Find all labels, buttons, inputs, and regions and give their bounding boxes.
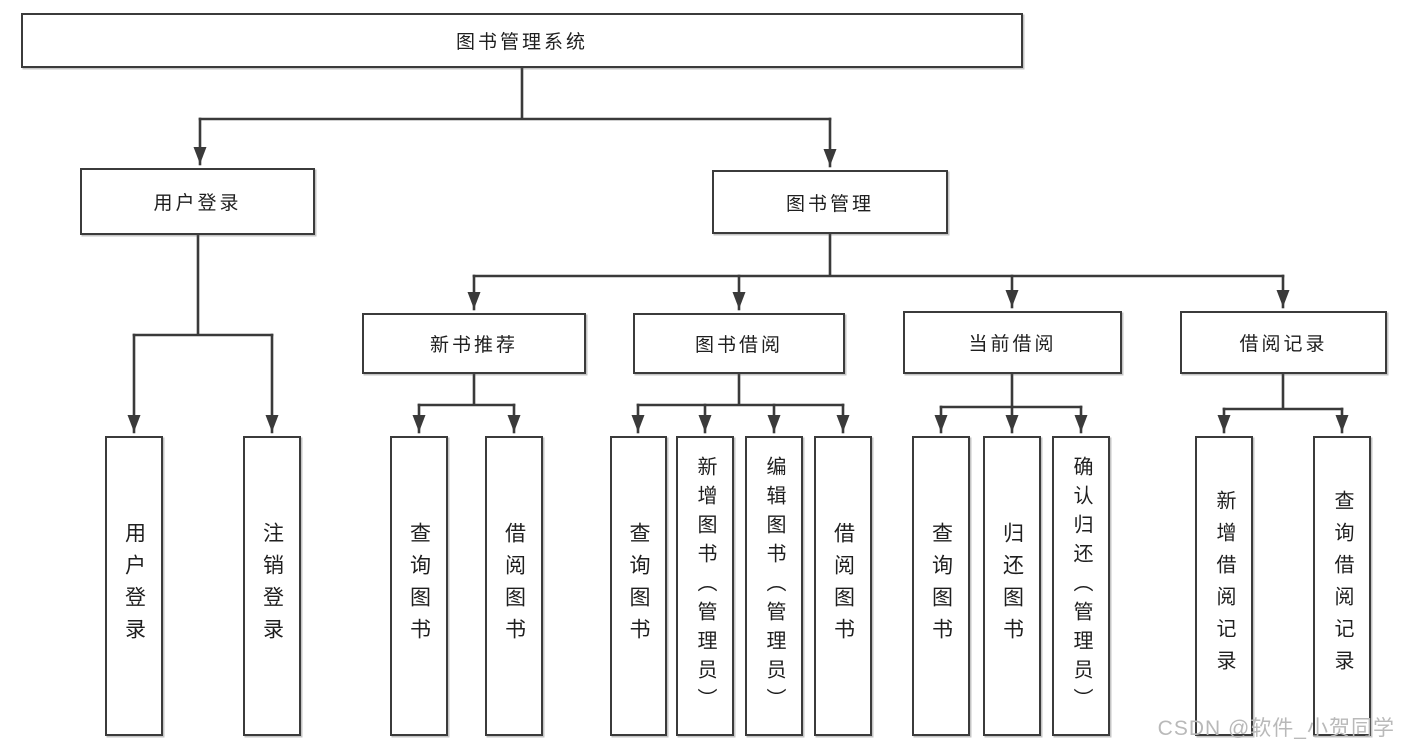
leaf-edit-books-admin: 编辑图书（管理员） [745,436,803,736]
node-label: 借阅图书 [831,522,855,650]
node-book-management: 图书管理 [712,170,948,234]
node-label: 归还图书 [1000,522,1024,650]
node-label: 图书借阅 [694,335,783,356]
leaf-logout: 注销登录 [243,436,301,736]
leaf-query-books-borrow: 查询图书 [610,436,667,736]
node-label: 注销登录 [260,522,284,650]
leaf-query-books-rec: 查询图书 [390,436,448,736]
node-label: 图书管理系统 [455,32,588,53]
node-label: 用户登录 [122,522,146,650]
node-label: 查询图书 [407,522,431,650]
node-label: 查询图书 [929,522,953,650]
leaf-add-borrow-record: 新增借阅记录 [1195,436,1253,736]
node-label: 查询借阅记录 [1331,490,1353,682]
node-label: 查询图书 [627,522,650,650]
node-borrowing-records: 借阅记录 [1180,311,1387,374]
node-book-borrowing: 图书借阅 [633,313,845,374]
node-user-login: 用户登录 [80,168,315,235]
leaf-add-books-admin: 新增图书（管理员） [676,436,734,736]
node-label: 当前借阅 [968,334,1057,355]
node-library-management-system: 图书管理系统 [21,13,1023,68]
node-new-book-recommendation: 新书推荐 [362,313,586,374]
node-label: 编辑图书（管理员） [763,455,785,717]
leaf-borrow-books-rec: 借阅图书 [485,436,543,736]
csdn-watermark: CSDN @软件_小贺同学 [1157,717,1395,740]
node-current-borrowing: 当前借阅 [903,311,1122,374]
leaf-confirm-return-admin: 确认归还（管理员） [1052,436,1110,736]
node-label: 新书推荐 [429,335,518,356]
node-label: 用户登录 [153,193,242,214]
leaf-query-books-current: 查询图书 [912,436,970,736]
node-label: 确认归还（管理员） [1070,455,1092,717]
node-label: 借阅记录 [1239,334,1328,355]
node-label: 借阅图书 [502,522,526,650]
leaf-user-login: 用户登录 [105,436,163,736]
leaf-borrow-books: 借阅图书 [814,436,872,736]
leaf-query-borrow-record: 查询借阅记录 [1313,436,1371,736]
node-label: 图书管理 [785,193,874,215]
leaf-return-books: 归还图书 [983,436,1041,736]
node-label: 新增图书（管理员） [694,455,716,717]
node-label: 新增借阅记录 [1213,490,1235,682]
